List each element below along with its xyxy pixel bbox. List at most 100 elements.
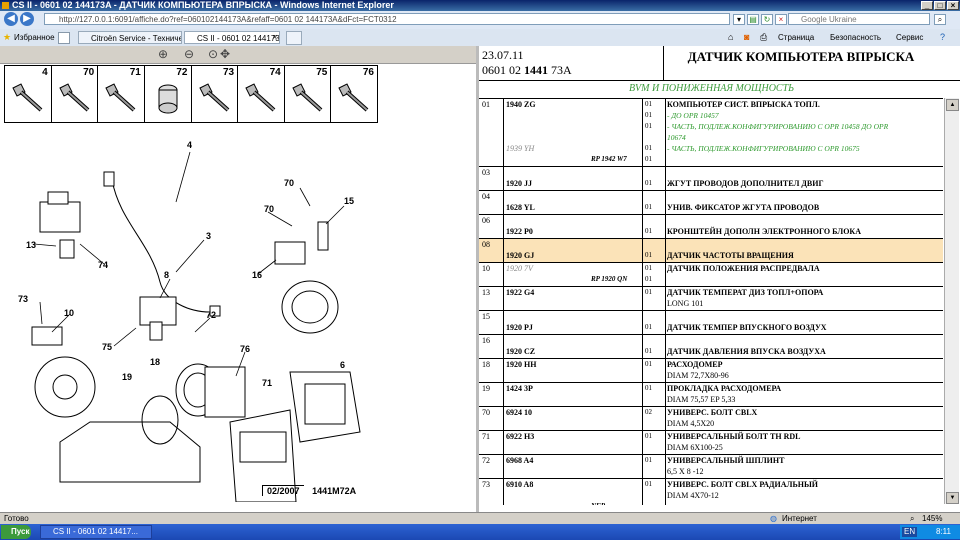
favorites-star-icon[interactable]: ★ — [3, 32, 12, 42]
part-number[interactable]: 6968 A4 — [506, 456, 534, 465]
help-icon[interactable]: ? — [940, 32, 946, 42]
part-number[interactable]: 1940 ZG — [506, 100, 536, 109]
part-thumbnail[interactable]: 76 — [331, 66, 377, 122]
exploded-diagram[interactable]: 4 70 15 3 70 16 13 74 8 73 10 72 75 76 1… — [0, 122, 476, 502]
start-button[interactable]: Пуск — [1, 525, 31, 539]
maximize-button[interactable]: □ — [934, 1, 946, 10]
forward-arrow-icon[interactable]: ▶ — [20, 12, 34, 26]
part-thumbnail[interactable]: 71 — [98, 66, 145, 122]
new-tab-icon[interactable] — [286, 31, 302, 45]
print-icon[interactable]: ⎙ — [760, 32, 768, 42]
language-indicator[interactable]: EN — [902, 527, 918, 537]
callout-label: 10 — [64, 308, 74, 318]
part-number[interactable]: 6910 A8 — [506, 480, 534, 489]
part-thumbnail[interactable]: 72 — [145, 66, 192, 122]
zoom-fit-icon[interactable]: ⊙ — [208, 47, 219, 61]
part-quantity: 01 — [645, 155, 652, 163]
part-number[interactable]: 6924 10 — [506, 408, 532, 417]
part-description: ДАТЧИК ТЕМПЕРАТ ДИЗ ТОПЛ+ОПОРА — [667, 288, 824, 297]
close-tab-icon[interactable]: × — [272, 32, 278, 42]
zoom-icon[interactable]: ⌕ — [910, 514, 915, 523]
parts-scrollbar[interactable]: ▲ ▼ — [944, 98, 959, 504]
part-number[interactable]: 1920 GJ — [506, 251, 535, 260]
pan-icon[interactable]: ✥ — [220, 47, 231, 61]
tab-citroen-service[interactable]: Citroën Service - Техническ... — [78, 31, 182, 44]
part-number[interactable]: 1424 3P — [506, 384, 533, 393]
close-button[interactable]: × — [947, 1, 959, 10]
replacement-note: NFP — [591, 502, 605, 505]
zoom-level[interactable]: 145% — [922, 514, 943, 523]
part-thumbnail[interactable]: 70 — [52, 66, 99, 122]
part-number[interactable]: 1922 P0 — [506, 227, 533, 236]
part-number[interactable]: 1920 7V — [506, 264, 533, 273]
callout-label: 70 — [284, 178, 294, 188]
part-number[interactable]: 1920 HH — [506, 360, 537, 369]
scroll-up-icon[interactable]: ▲ — [946, 99, 959, 111]
part-number[interactable]: 1920 JJ — [506, 179, 532, 188]
part-thumbnail[interactable]: 73 — [192, 66, 239, 122]
favorites-button[interactable]: Избранное — [14, 33, 55, 42]
callout-label: 75 — [102, 342, 112, 352]
part-number[interactable]: 6922 H3 — [506, 432, 535, 441]
page-menu[interactable]: Страница — [778, 33, 815, 42]
part-number[interactable]: 1628 YL — [506, 203, 535, 212]
minimize-button[interactable]: _ — [921, 1, 933, 10]
tab-cs-ii[interactable]: CS II - 0601 02 144173A... — [184, 31, 280, 44]
url-input[interactable]: http://127.0.0.1:6091/affiche.do?ref=060… — [44, 13, 730, 25]
search-icon[interactable]: ⌕ — [934, 14, 946, 25]
feeds-icon[interactable]: ◙ — [744, 32, 750, 42]
part-ref: 18 — [482, 360, 490, 369]
dropdown-icon[interactable]: ▾ — [733, 14, 745, 25]
bolt-icon — [158, 84, 178, 114]
zoom-in-icon[interactable]: ⊕ — [158, 47, 169, 61]
quick-tabs-icon[interactable] — [58, 32, 70, 44]
zoom-out-icon[interactable]: ⊖ — [184, 47, 195, 61]
search-input[interactable]: Google Ukraine — [788, 13, 930, 25]
taskbar-item-ie[interactable]: CS II - 0601 02 14417... — [40, 525, 152, 539]
part-ref: 08 — [482, 240, 490, 249]
pane-splitter[interactable] — [476, 46, 479, 512]
part-number[interactable]: 1920 PJ — [506, 323, 533, 332]
refresh-icon[interactable]: ↻ — [761, 14, 773, 25]
security-menu[interactable]: Безопасность — [830, 33, 882, 42]
part-quantity: 01 — [645, 432, 652, 440]
part-number[interactable]: 1920 CZ — [506, 347, 536, 356]
status-text: Готово — [4, 514, 29, 523]
part-thumbnail[interactable]: 74 — [238, 66, 285, 122]
compatibility-icon[interactable]: ▤ — [747, 14, 759, 25]
part-thumbnail-number: 72 — [176, 67, 188, 78]
callout-label: 74 — [98, 260, 108, 270]
part-quantity: 01 — [645, 227, 652, 235]
stop-icon[interactable]: × — [775, 14, 787, 25]
part-thumbnail-number: 71 — [129, 67, 141, 78]
part-ref: 03 — [482, 168, 490, 177]
part-number[interactable]: 1939 YH — [506, 144, 535, 153]
home-icon[interactable]: ⌂ — [728, 32, 734, 42]
part-quantity: 01 — [645, 480, 652, 488]
part-thumbnail[interactable]: 75 — [285, 66, 332, 122]
scroll-down-icon[interactable]: ▼ — [946, 492, 959, 504]
back-arrow-icon[interactable]: ◀ — [4, 12, 18, 26]
part-number[interactable]: 1922 G4 — [506, 288, 535, 297]
part-thumbnail[interactable]: 4 — [5, 66, 52, 122]
tools-menu[interactable]: Сервис — [896, 33, 924, 42]
part-ref: 01 — [482, 100, 490, 109]
window-title-bar[interactable]: CS II - 0601 02 144173A - ДАТЧИК КОМПЬЮТ… — [0, 0, 960, 11]
